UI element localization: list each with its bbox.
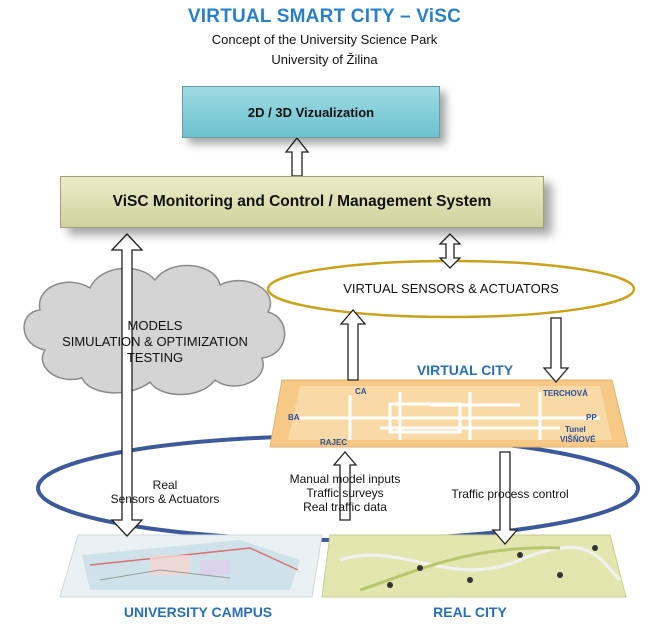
node-ca: CA <box>355 387 367 396</box>
visualization-box: 2D / 3D Vizualization <box>182 86 440 138</box>
visualization-label: 2D / 3D Vizualization <box>247 104 375 120</box>
data-inputs-label: Manual model inputs Traffic surveys Real… <box>270 472 420 514</box>
cloud-shape <box>23 264 286 396</box>
data-inputs-line2: Traffic surveys <box>306 486 384 500</box>
university-campus-caption: UNIVERSITY CAMPUS <box>123 604 273 620</box>
real-city-caption: REAL CITY <box>433 604 507 620</box>
node-tunel: Tunel <box>565 425 586 434</box>
campus-map-image <box>59 534 323 598</box>
diagram-title: VIRTUAL SMART CITY – ViSC <box>187 6 462 27</box>
monitoring-system-label: ViSC Monitoring and Control / Management… <box>112 193 492 210</box>
virtual-city-map <box>269 379 629 448</box>
node-pp: PP <box>586 413 597 422</box>
real-sensors-label: Real Sensors & Actuators <box>95 478 235 506</box>
subtitle-concept: Concept of the University Science Park <box>211 32 438 47</box>
virtual-city-title: VIRTUAL CITY <box>416 362 514 378</box>
cloud-line-testing: TESTING <box>126 350 184 365</box>
arrow-left-vertical <box>110 233 144 537</box>
traffic-control-label: Traffic process control <box>451 487 569 501</box>
cloud-line-models: MODELS <box>127 318 183 333</box>
real-sensors-line2: Sensors & Actuators <box>110 492 220 506</box>
real-sensors-line1: Real <box>152 478 178 492</box>
arrow-control-down <box>491 451 519 545</box>
data-inputs-line1: Manual model inputs <box>289 472 401 486</box>
arrow-mon-to-viz <box>284 136 310 177</box>
data-inputs-line3: Real traffic data <box>303 500 387 514</box>
connector-arrows <box>110 136 570 545</box>
node-rajec: RAJEC <box>320 438 348 447</box>
subtitle-university: University of Žilina <box>271 52 378 67</box>
arrow-sensors-to-city <box>542 317 570 383</box>
cloud-text: MODELS SIMULATION & OPTIMIZATION TESTING <box>30 318 280 366</box>
arrow-data-up <box>332 450 358 521</box>
node-visnove: VIŠŇOVÉ <box>560 435 596 444</box>
node-terchova: TERCHOVÁ <box>543 389 588 398</box>
monitoring-system-box: ViSC Monitoring and Control / Management… <box>60 176 544 228</box>
city-map-image <box>321 534 627 598</box>
node-ba: BA <box>288 413 300 422</box>
arrow-mon-to-sensors <box>438 233 462 269</box>
arrow-city-to-sensors <box>339 309 367 381</box>
cloud-line-simulation: SIMULATION & OPTIMIZATION <box>62 334 248 349</box>
virtual-sensors-label: VIRTUAL SENSORS & ACTUATORS <box>343 281 559 296</box>
